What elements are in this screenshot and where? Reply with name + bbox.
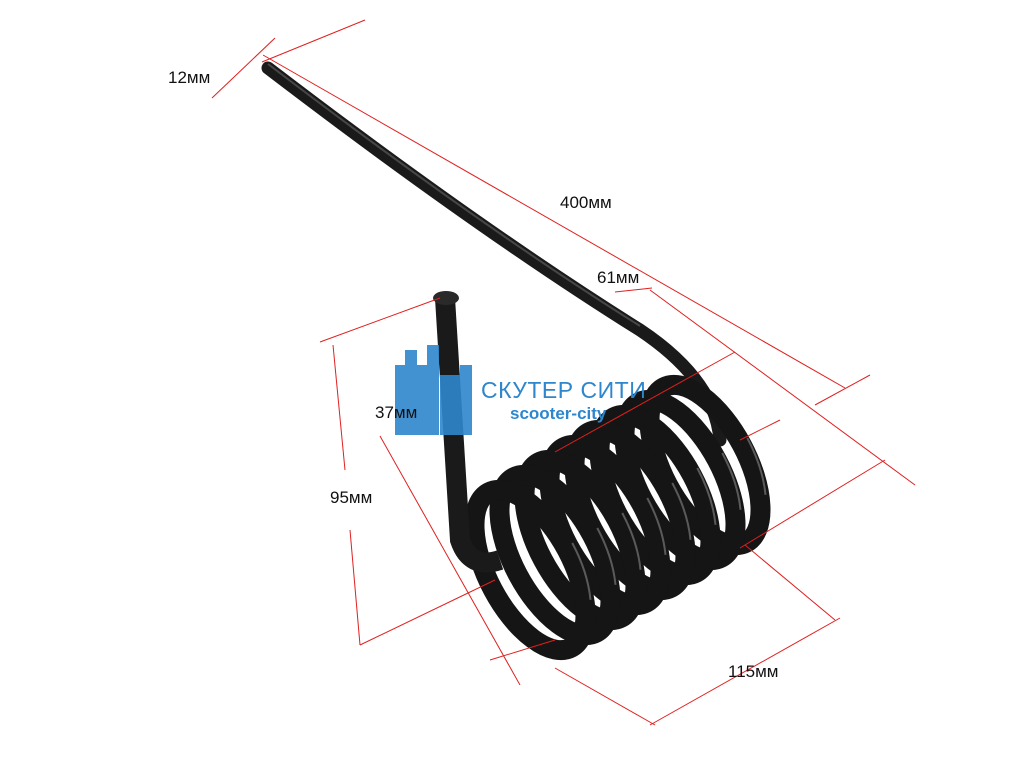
label-outer-diameter: 95мм [330,488,373,507]
spring-coil-highlight [646,374,767,545]
spring-coil-highlight [471,479,592,650]
watermark-subtitle: scooter-city [510,404,607,423]
label-arm-length: 400мм [560,193,612,212]
spring-coil-highlight [571,419,692,590]
spring-short-leg [435,297,504,573]
watermark-title: СКУТЕР СИТИ [481,377,647,403]
spring-coil-highlight [546,434,667,605]
label-coil-length: 115мм [728,662,779,681]
spring-coil [489,464,621,646]
spring-coil [514,449,646,631]
logo-skyline-icon [395,345,472,435]
label-inner-diameter: 37мм [375,403,418,422]
dimension-lines [211,19,916,726]
label-wire-diameter: 12мм [168,68,211,87]
spring-coil-highlight [496,464,617,635]
spring-coil-highlight [621,389,742,560]
spring-coil-highlight [596,404,717,575]
spring-coil-highlight [521,449,642,620]
label-offset: 61мм [597,268,640,287]
spring-coil [464,479,596,661]
spring-coils [464,374,771,661]
